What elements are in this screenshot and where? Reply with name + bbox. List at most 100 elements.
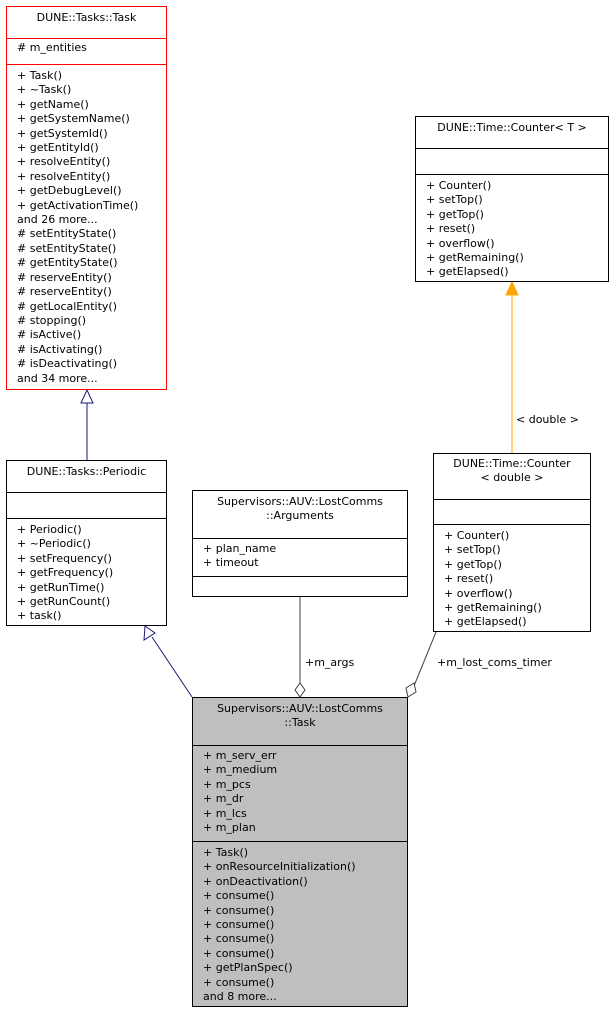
method: + getRemaining(): [444, 601, 542, 615]
template-arrowhead: [505, 280, 519, 296]
method: + getDebugLevel(): [17, 184, 122, 198]
methods-section: + Periodic() + ~Periodic() + setFrequenc…: [7, 518, 166, 626]
inheritance-arrowhead-task: [80, 388, 94, 404]
method: + Periodic(): [17, 523, 82, 536]
method: + consume(): [203, 918, 275, 932]
class-lostcomms-task[interactable]: Supervisors::AUV::LostComms ::Task + m_s…: [192, 697, 408, 1007]
method: and 34 more...: [17, 371, 98, 385]
method: + onResourceInitialization(): [203, 860, 356, 874]
method: + overflow(): [426, 236, 495, 250]
method: + getFrequency(): [17, 566, 114, 580]
method: # isActivating(): [17, 342, 103, 356]
methods-section: + Task() + onResourceInitialization() + …: [193, 841, 407, 1006]
composition-edge-timer: [413, 631, 437, 687]
method: # setEntityState(): [17, 227, 117, 241]
class-title-line: DUNE::Tasks::Periodic: [26, 465, 147, 478]
method: + overflow(): [444, 586, 513, 600]
method: + ~Task(): [17, 83, 72, 97]
composition-diamond-timer: [405, 682, 417, 698]
attribute: + timeout: [203, 556, 259, 570]
method: + setFrequency(): [17, 551, 112, 565]
methods-section: + Task() + ~Task() + getName() + getSyst…: [7, 64, 166, 388]
method: + consume(): [203, 903, 275, 917]
method: + consume(): [203, 932, 275, 946]
method: # stopping(): [17, 313, 87, 327]
inheritance-edge-task-periodic: [151, 636, 193, 698]
attributes-section: [7, 492, 166, 518]
method: + consume(): [203, 975, 275, 989]
attribute: + m_serv_err: [203, 749, 277, 762]
class-dune-time-counter-double[interactable]: DUNE::Time::Counter < double > + Counter…: [433, 453, 591, 632]
method: and 8 more...: [203, 990, 277, 1004]
method: + getElapsed(): [444, 615, 527, 629]
method: + Task(): [203, 846, 249, 859]
class-dune-tasks-task[interactable]: DUNE::Tasks::Task # m_entities + Task() …: [6, 6, 167, 390]
method: + getName(): [17, 97, 89, 111]
method: + getTop(): [444, 557, 502, 571]
attributes-section: + m_serv_err + m_medium + m_pcs + m_dr +…: [193, 745, 407, 841]
args-label: +m_args: [305, 656, 355, 669]
class-title-line: DUNE::Time::Counter< T >: [437, 121, 587, 134]
method: + setTop(): [444, 543, 501, 557]
attribute: + m_dr: [203, 792, 244, 806]
method: + getRunTime(): [17, 580, 105, 594]
method: + resolveEntity(): [17, 169, 111, 183]
method: + reset(): [426, 222, 476, 236]
class-title-line: DUNE::Tasks::Task: [36, 11, 137, 24]
method: # setEntityState(): [17, 241, 117, 255]
attributes-section: # m_entities: [7, 38, 166, 64]
method: # reserveEntity(): [17, 270, 112, 284]
attributes-section: [434, 499, 590, 524]
inheritance-arrowhead-periodic: [143, 625, 156, 641]
class-title: Supervisors::AUV::LostComms ::Arguments: [193, 491, 407, 538]
class-dune-time-counter-t[interactable]: DUNE::Time::Counter< T > + Counter() + s…: [415, 116, 609, 282]
timer-label: +m_lost_coms_timer: [437, 656, 552, 669]
attributes-section: + plan_name + timeout: [193, 538, 407, 576]
methods-section: + Counter() + setTop() + getTop() + rese…: [416, 174, 608, 282]
method: + ~Periodic(): [17, 537, 91, 551]
class-title: DUNE::Tasks::Periodic: [7, 461, 166, 492]
class-title: DUNE::Time::Counter < double >: [434, 454, 590, 499]
attribute: + m_plan: [203, 821, 256, 835]
attribute: + m_pcs: [203, 777, 251, 791]
methods-section: [193, 576, 407, 603]
method: # getEntityState(): [17, 256, 118, 270]
method: + getEntityId(): [17, 141, 99, 155]
class-title-line: DUNE::Time::Counter: [453, 457, 571, 470]
class-lostcomms-arguments[interactable]: Supervisors::AUV::LostComms ::Arguments …: [192, 490, 408, 597]
method: # getLocalEntity(): [17, 299, 117, 313]
template-label: < double >: [516, 413, 579, 426]
method: + getSystemName(): [17, 112, 130, 126]
class-title-line: ::Arguments: [266, 509, 334, 522]
attribute: # m_entities: [17, 41, 87, 54]
attribute: + m_medium: [203, 763, 278, 777]
class-title-line: < double >: [480, 471, 544, 484]
method: # reserveEntity(): [17, 285, 112, 299]
method: + getRemaining(): [426, 251, 524, 265]
method: and 26 more...: [17, 213, 98, 227]
method: + setTop(): [426, 193, 483, 207]
method: + reset(): [444, 572, 494, 586]
class-dune-tasks-periodic[interactable]: DUNE::Tasks::Periodic + Periodic() + ~Pe…: [6, 460, 167, 626]
method: + getRunCount(): [17, 595, 111, 609]
method: + getElapsed(): [426, 265, 509, 279]
class-title: DUNE::Time::Counter< T >: [416, 117, 608, 148]
method: + getTop(): [426, 207, 484, 221]
method: + Counter(): [444, 529, 510, 542]
attribute: + m_lcs: [203, 806, 247, 820]
class-title: DUNE::Tasks::Task: [7, 7, 166, 38]
attributes-section: [416, 148, 608, 174]
method: + resolveEntity(): [17, 155, 111, 169]
method: + consume(): [203, 889, 275, 903]
method: + getActivationTime(): [17, 198, 139, 212]
methods-section: + Counter() + setTop() + getTop() + rese…: [434, 524, 590, 632]
class-title-line: Supervisors::AUV::LostComms: [217, 702, 383, 715]
class-title-line: ::Task: [284, 716, 316, 729]
method: + consume(): [203, 946, 275, 960]
method: # isDeactivating(): [17, 357, 118, 371]
composition-diamond-args: [294, 682, 306, 698]
method: + onDeactivation(): [203, 874, 308, 888]
method: # isActive(): [17, 328, 82, 342]
method: + getPlanSpec(): [203, 961, 293, 975]
